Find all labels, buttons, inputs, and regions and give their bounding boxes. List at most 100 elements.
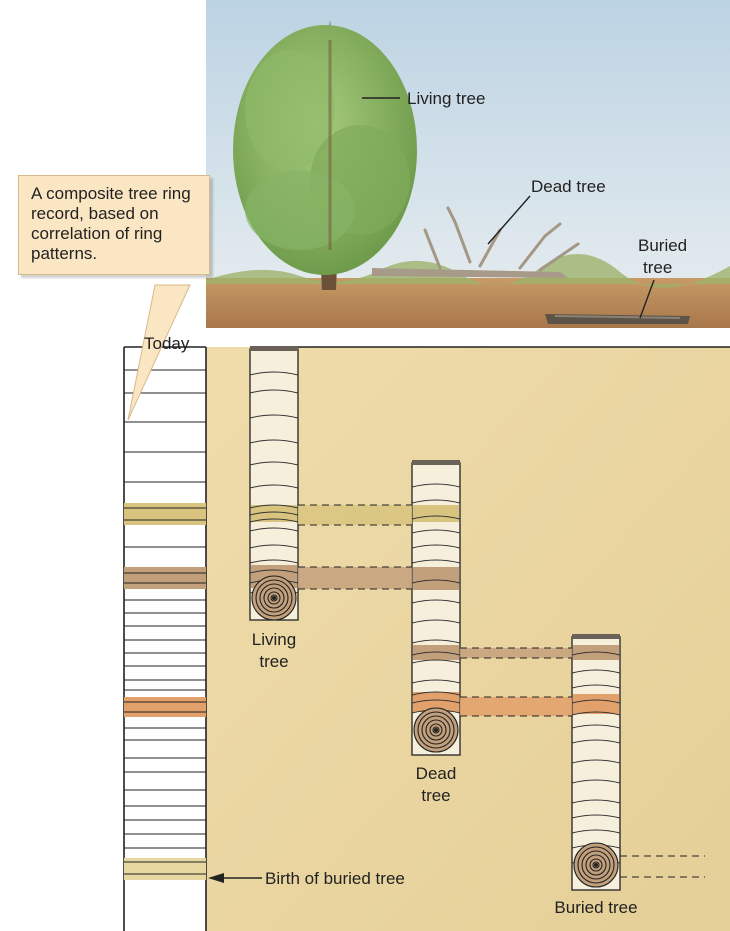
core-buried-pith-ring-5	[592, 861, 600, 869]
core-living-pith	[272, 596, 276, 600]
core-dead-ring-6	[411, 579, 461, 584]
core-label-living-2: tree	[259, 652, 289, 671]
core-buried-ring-0	[571, 651, 621, 656]
core-living-pith-ring-4	[267, 591, 281, 605]
core-dead-pith-ring-4	[429, 723, 443, 737]
label-birth: Birth of buried tree	[265, 869, 405, 888]
composite-band-1	[124, 567, 206, 589]
core-living-pith-ring-5	[270, 594, 278, 602]
core-buried-ring-11	[571, 829, 621, 834]
core-buried-ring-1	[571, 669, 621, 674]
core-buried-ring-2	[571, 684, 621, 689]
core-living-ring-10	[249, 544, 299, 549]
core-living-ring-3	[249, 439, 299, 444]
cores	[249, 346, 621, 891]
correlation-band-0	[298, 505, 412, 525]
label-dead-tree: Dead tree	[531, 177, 606, 196]
core-living	[249, 346, 299, 621]
core-living-ring-4	[249, 461, 299, 466]
composite-band-3	[124, 858, 206, 880]
correlation-band-3	[460, 697, 572, 716]
core-living-ring-7	[249, 511, 299, 516]
core-living-ring-11	[249, 559, 299, 564]
composite-band-0	[124, 503, 206, 525]
core-dead-ring-1	[411, 499, 461, 504]
core-dead-ring-13	[411, 691, 461, 696]
correlation-band-2	[460, 648, 572, 658]
core-living-pith-ring-2	[259, 583, 289, 613]
core-buried	[571, 634, 621, 891]
core-label-dead-1: Dead	[415, 764, 457, 783]
core-dead-ring-5	[411, 559, 461, 564]
core-dead-pith-ring-3	[425, 719, 447, 741]
core-buried-pith-ring-1	[577, 846, 615, 884]
core-dead-ring-2	[411, 515, 461, 520]
core-dead-ring-14	[411, 699, 461, 704]
birth-arrow	[208, 873, 262, 883]
core-dead-pith-ring-1	[417, 711, 455, 749]
core-buried-ring-4	[571, 711, 621, 716]
core-living-ring-9	[249, 527, 299, 532]
core-living-band-0	[251, 505, 297, 522]
core-dead-ring-9	[411, 639, 461, 644]
core-living-ring-6	[249, 504, 299, 509]
core-dead-ring-3	[411, 529, 461, 534]
core-buried-ring-3	[571, 699, 621, 704]
core-dead-band-1	[413, 567, 459, 590]
core-buried-band-1	[573, 694, 619, 714]
label-buried-line1: Buried	[638, 236, 688, 255]
core-dead-ring-0	[411, 483, 461, 488]
core-dead-ring-4	[411, 544, 461, 549]
core-buried-bark	[572, 634, 620, 639]
core-dead-ring-12	[411, 679, 461, 684]
callout-pointer	[127, 284, 191, 421]
core-dead-bark	[412, 460, 460, 465]
core-dead-pith	[434, 728, 438, 732]
core-living-ring-0	[249, 371, 299, 376]
core-label-buried: Buried tree	[554, 898, 638, 917]
correlation-bands	[298, 504, 705, 878]
label-living-tree: Living tree	[407, 89, 486, 108]
core-buried-ring-9	[571, 799, 621, 804]
core-dead	[411, 460, 461, 756]
core-buried-pith-ring-2	[581, 850, 611, 880]
core-buried-pith-ring-4	[589, 858, 603, 872]
callout-text: A composite tree ring record, based on c…	[31, 184, 191, 263]
dead-tree-illustration	[372, 206, 580, 278]
core-living-pith-ring-1	[255, 579, 293, 617]
label-buried-line2: tree	[643, 258, 673, 277]
core-living-ring-1	[249, 389, 299, 394]
label-today: Today	[144, 334, 190, 353]
core-dead-pith-ring-2	[421, 715, 451, 745]
leader-lines-top	[362, 97, 655, 319]
core-living-bark	[250, 346, 298, 351]
core-dead-ring-11	[411, 659, 461, 664]
core-buried-ring-10	[571, 814, 621, 819]
composite-band-2	[124, 697, 206, 717]
composite-record	[123, 346, 206, 931]
core-label-living-1: Living	[251, 630, 297, 649]
buried-tree-illustration	[545, 314, 690, 324]
core-buried-ring-6	[571, 739, 621, 744]
living-tree-illustration	[233, 20, 417, 290]
core-buried-ring-5	[571, 724, 621, 729]
core-living-ring-12	[249, 569, 299, 574]
core-dead-band-0	[413, 505, 459, 522]
core-buried-ring-8	[571, 779, 621, 784]
core-dead-pith-ring-5	[432, 726, 440, 734]
callout-box: A composite tree ring record, based on c…	[18, 175, 210, 275]
core-dead-ring-10	[411, 651, 461, 656]
core-living-pith-ring-3	[263, 587, 285, 609]
core-dead-band-3	[413, 692, 459, 712]
correlation-band-1	[298, 567, 412, 589]
core-living-ring-8	[249, 518, 299, 523]
core-label-dead-2: tree	[421, 786, 451, 805]
core-buried-pith-ring-3	[585, 854, 607, 876]
grass	[206, 253, 730, 288]
core-buried-ring-7	[571, 759, 621, 764]
core-living-ring-5	[249, 484, 299, 489]
core-dead-ring-8	[411, 619, 461, 624]
core-dead-ring-7	[411, 599, 461, 604]
core-living-ring-2	[249, 414, 299, 419]
core-buried-pith	[594, 863, 598, 867]
